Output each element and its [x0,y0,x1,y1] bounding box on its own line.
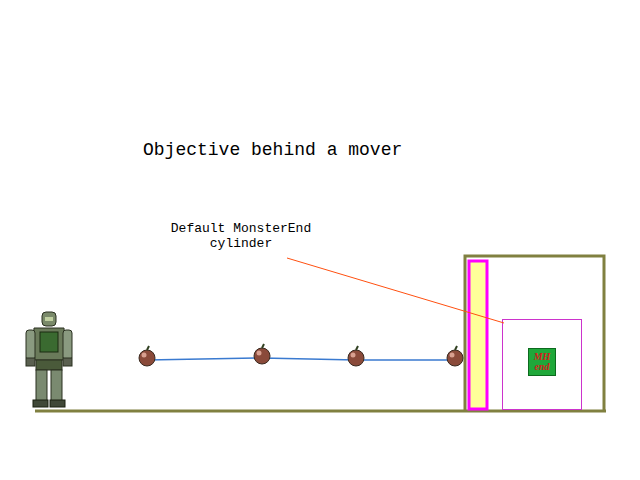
leader-line [287,258,504,323]
diagram-title: Objective behind a mover [143,140,402,160]
callout-label: Default MonsterEnd cylinder [161,221,321,251]
player-figure [26,312,72,407]
mover-door [469,261,487,409]
path-line [147,358,455,360]
path-node-icons [139,344,463,366]
monster-end-icon: MH end [528,348,556,376]
room-outline [465,256,604,411]
icon-text: MH end [531,352,553,372]
cylinder-box [503,320,582,410]
